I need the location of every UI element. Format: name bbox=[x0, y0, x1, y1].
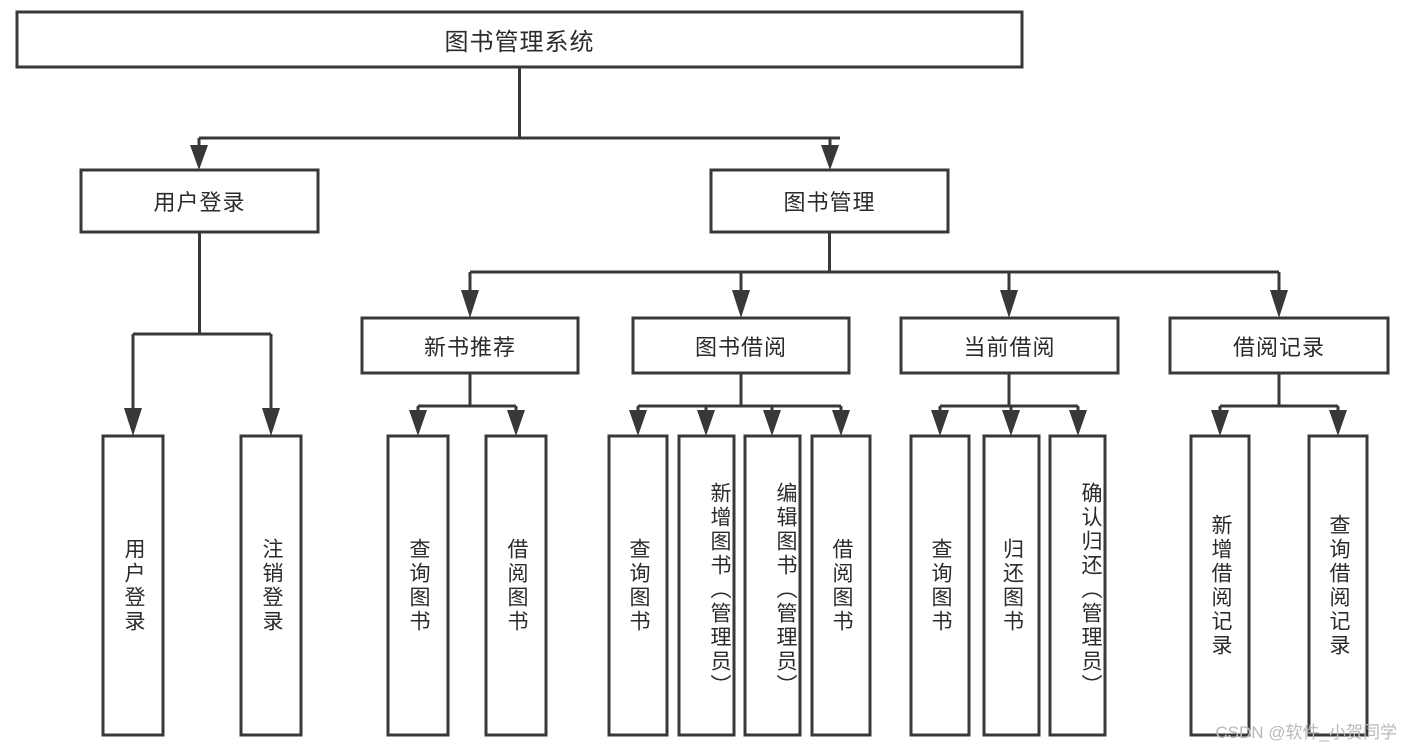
node-box-root[interactable] bbox=[15, 10, 1024, 69]
node-box-leaf-add-record[interactable] bbox=[1189, 434, 1251, 737]
node-box-current-borrow[interactable] bbox=[899, 316, 1120, 375]
node-box-user-login[interactable] bbox=[79, 168, 320, 234]
node-box-leaf-edit-book[interactable] bbox=[743, 434, 802, 737]
connector-newbookrec-to-leaves bbox=[409, 373, 525, 436]
node-box-leaf-query-book-2[interactable] bbox=[607, 434, 669, 737]
node-box-leaf-borrow-book-2[interactable] bbox=[810, 434, 872, 737]
connector-borrowrecord-to-leaves bbox=[1211, 373, 1347, 436]
node-box-leaf-add-book[interactable] bbox=[677, 434, 736, 737]
node-box-leaf-query-book-3[interactable] bbox=[909, 434, 971, 737]
connector-userlogin-to-leaves bbox=[124, 232, 280, 436]
connector-bookborrow-to-leaves bbox=[629, 373, 850, 436]
node-box-book-borrow[interactable] bbox=[631, 316, 851, 375]
connector-bookmanage-to-level3 bbox=[461, 232, 1288, 318]
node-box-leaf-user-login[interactable] bbox=[101, 434, 165, 737]
node-box-borrow-record[interactable] bbox=[1168, 316, 1390, 375]
node-box-leaf-borrow-book-1[interactable] bbox=[484, 434, 548, 737]
node-box-leaf-query-record[interactable] bbox=[1307, 434, 1369, 737]
node-box-leaf-query-book-1[interactable] bbox=[386, 434, 450, 737]
node-box-leaf-return-book[interactable] bbox=[982, 434, 1041, 737]
node-box-book-manage[interactable] bbox=[709, 168, 950, 234]
node-box-leaf-logout[interactable] bbox=[239, 434, 303, 737]
node-box-leaf-confirm-return[interactable] bbox=[1048, 434, 1107, 737]
node-box-new-book-rec[interactable] bbox=[360, 316, 580, 375]
connector-currentborrow-to-leaves bbox=[931, 373, 1087, 436]
connector-root-to-level2 bbox=[190, 67, 840, 170]
